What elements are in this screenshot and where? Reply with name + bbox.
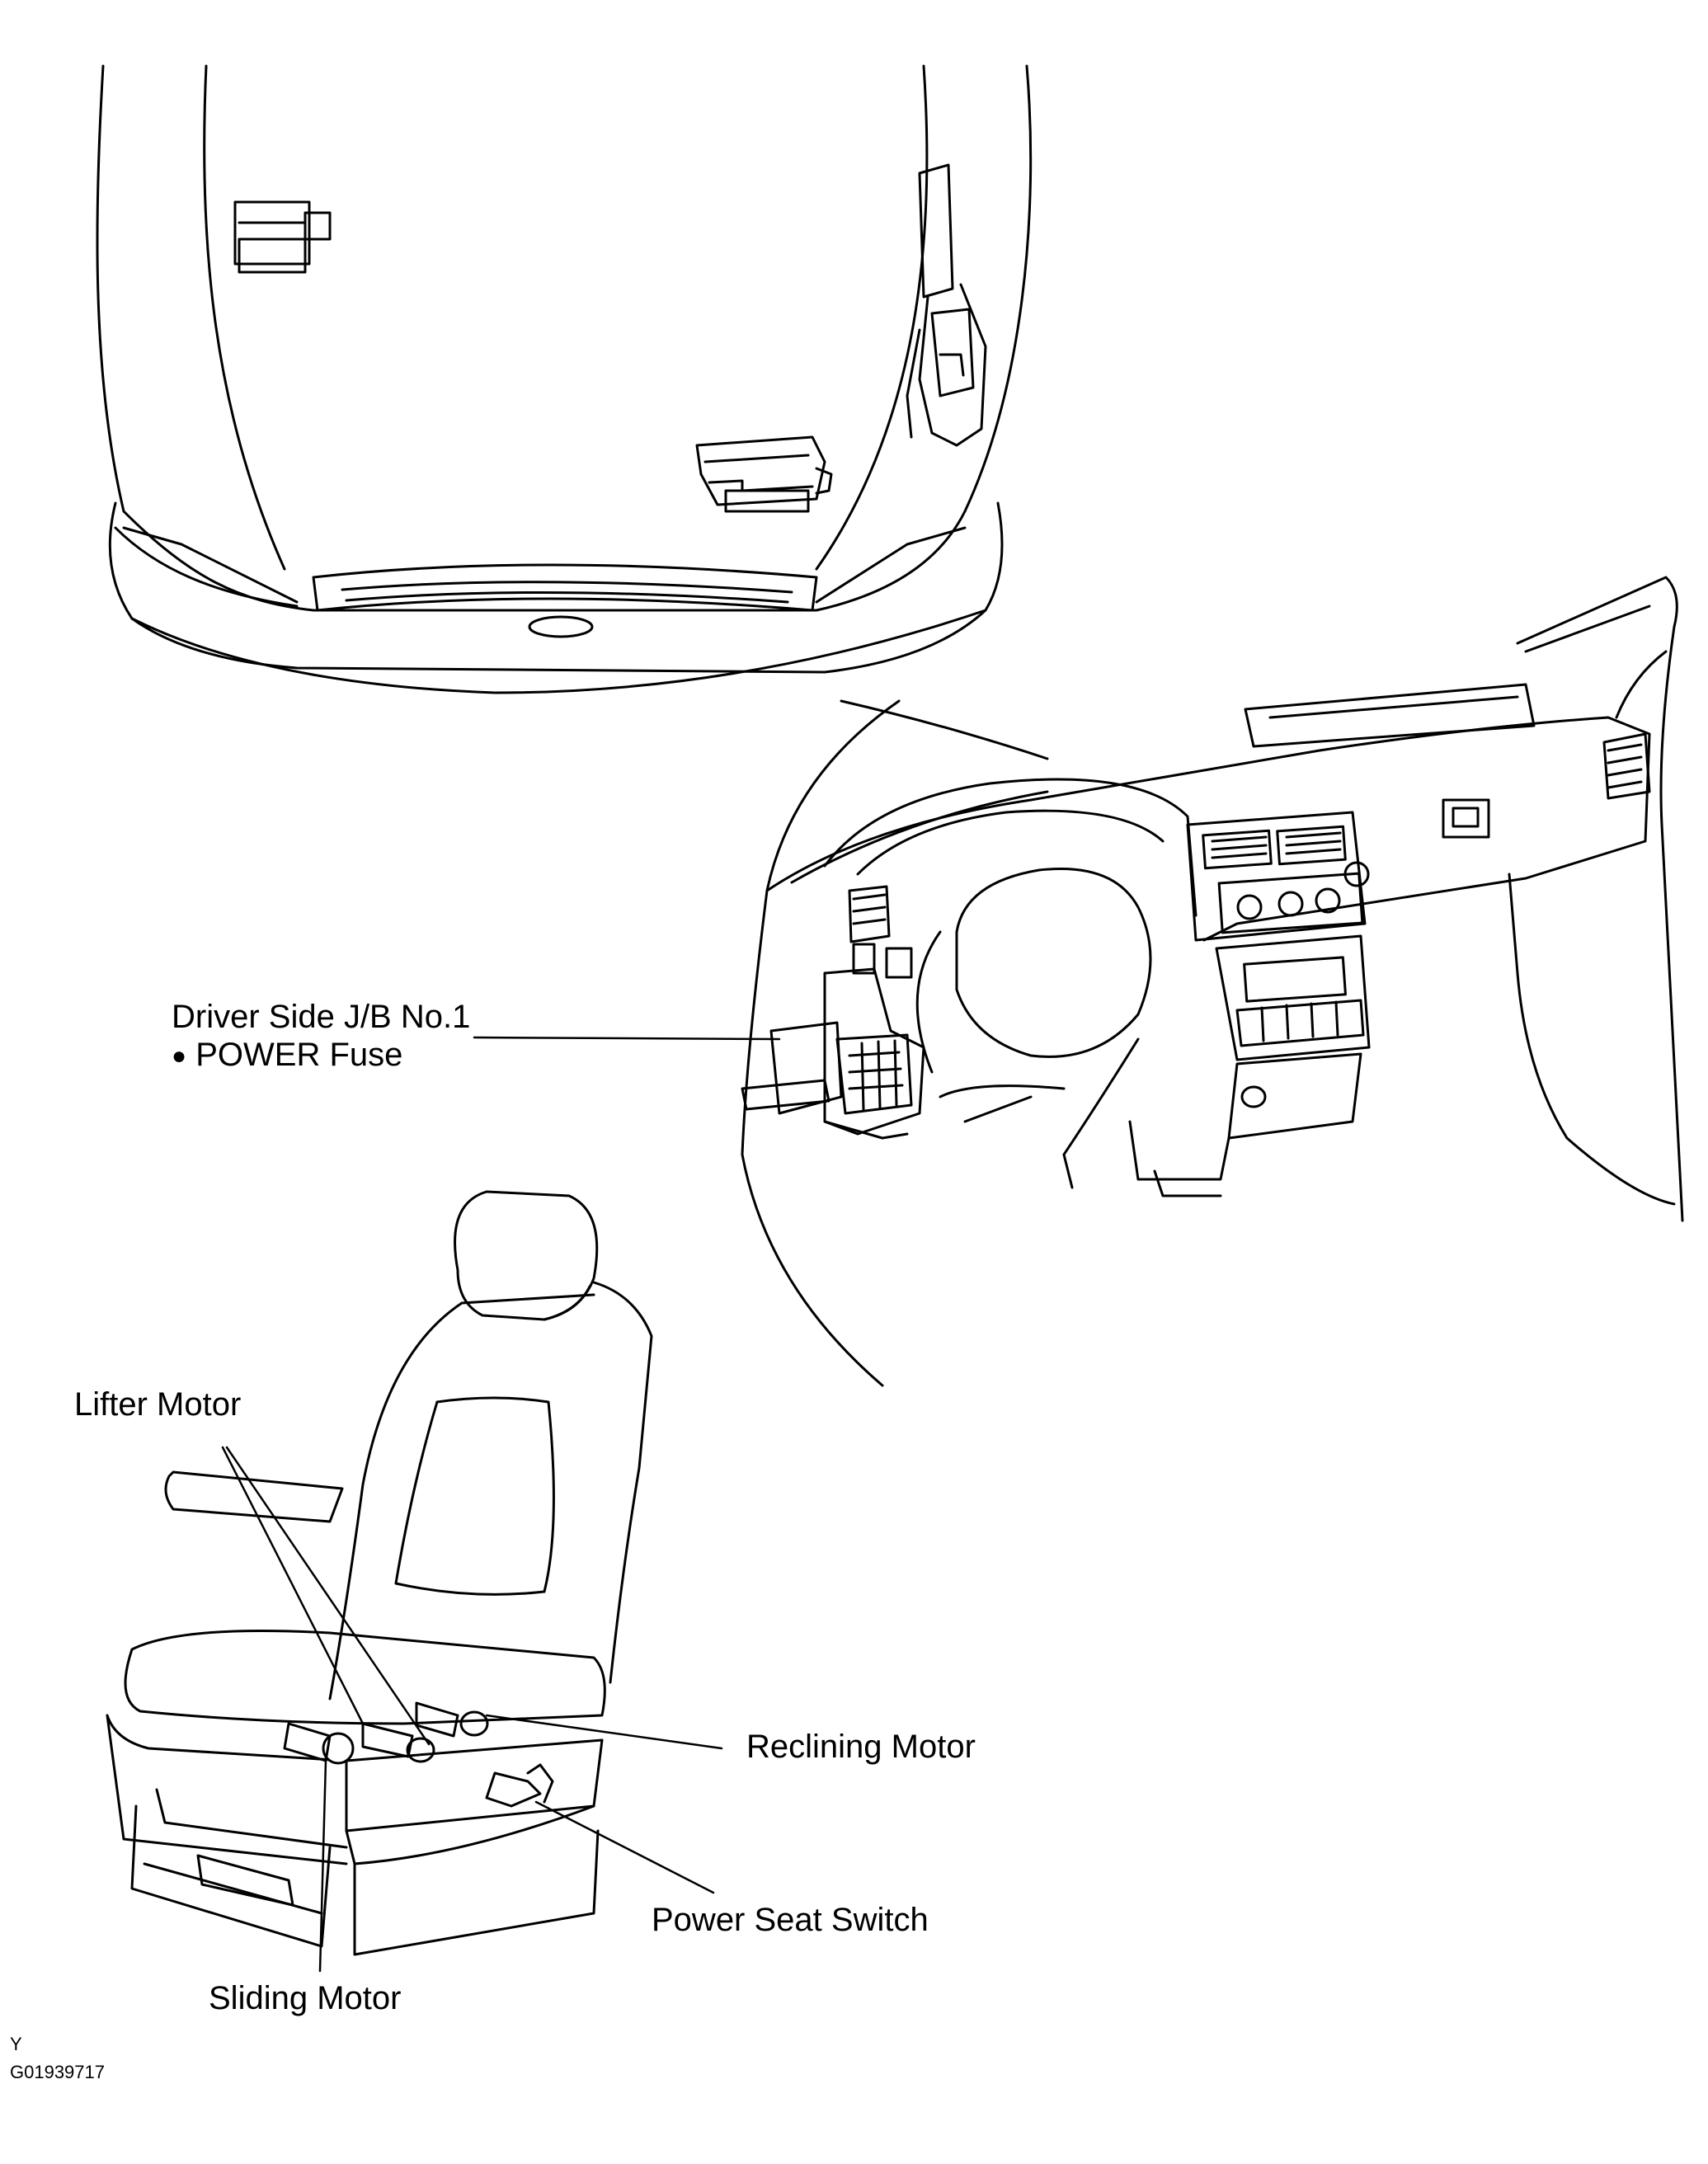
power-fuse-item: ● POWER Fuse [172, 1036, 470, 1074]
relay-block-center [695, 435, 833, 513]
ecu-module-right [906, 163, 987, 447]
sliding-motor-label: Sliding Motor [209, 1980, 402, 2016]
lifter-motor-label: Lifter Motor [74, 1386, 242, 1423]
driver-side-junction-block [741, 943, 925, 1140]
driver-side-jb-title: Driver Side J/B No.1 [172, 999, 471, 1035]
power-seat-switch-label: Power Seat Switch [652, 1902, 929, 1938]
leader-reclining-motor [485, 1714, 723, 1750]
leader-lifter-motor-b [225, 1446, 431, 1746]
power-fuse-label: POWER Fuse [195, 1037, 403, 1073]
power-seat-drawing [106, 1190, 653, 1956]
driver-side-jb-label: Driver Side J/B No.1 ● POWER Fuse [172, 998, 470, 1074]
reclining-motor-label: Reclining Motor [746, 1729, 976, 1765]
leader-lifter-motor-a [221, 1446, 365, 1725]
relay-block-left [233, 200, 332, 274]
figure-code: G01939717 [10, 2062, 105, 2082]
leader-driver-jb [473, 1036, 781, 1041]
bullet-icon: ● [172, 1042, 187, 1070]
instrument-panel-drawing [741, 576, 1684, 1387]
figure-marker: Y [10, 2034, 22, 2054]
leader-sliding-motor [318, 1759, 327, 1973]
vehicle-front-drawing [96, 64, 1033, 694]
leader-power-seat-switch [534, 1800, 715, 1894]
